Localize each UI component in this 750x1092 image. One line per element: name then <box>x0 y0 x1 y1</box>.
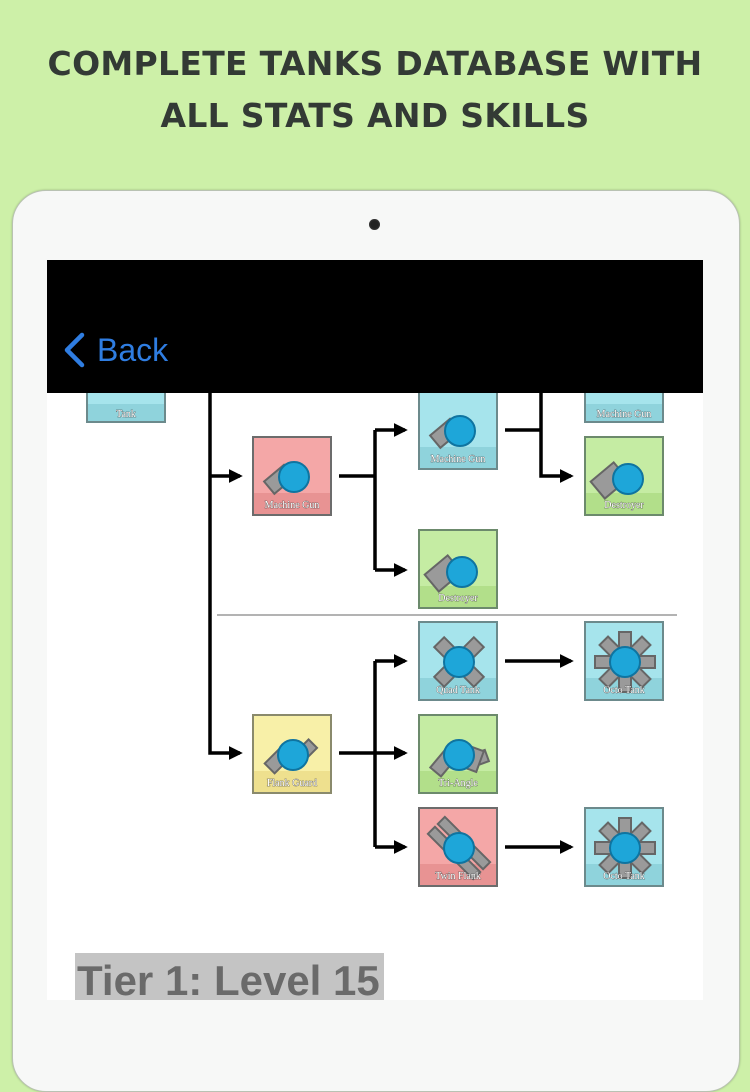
octo-tank-tile[interactable]: Octo Tank <box>584 807 664 887</box>
machine-gun-tank-icon <box>262 461 310 496</box>
app-screen: Tank Machine Gun Machine Gun Machine Gun <box>47 260 703 1000</box>
machine-gun-tile-label: Machine Gun <box>265 500 320 511</box>
octo-tank-tile[interactable]: Octo Tank <box>584 621 664 701</box>
tree-connectors <box>208 390 574 854</box>
back-button[interactable]: Back <box>63 328 168 372</box>
destroyer-tile-label: Destroyer <box>604 500 644 511</box>
tank-upgrade-tree: Tank Machine Gun Machine Gun Machine Gun <box>86 367 677 887</box>
octo-tank-tile-label: Octo Tank <box>603 685 645 696</box>
quad-tank-icon <box>432 635 486 689</box>
tri-angle-tank-icon <box>428 739 491 778</box>
destroyer-tile[interactable]: Destroyer <box>418 529 498 609</box>
back-button-label: Back <box>97 331 169 368</box>
machine-gun-tile[interactable]: Machine Gun <box>418 390 498 470</box>
twin-flank-tile[interactable]: Twin Flank <box>418 807 498 887</box>
flank-guard-tank-icon <box>263 738 319 775</box>
machine-gun-tile-label: Machine Gun <box>431 454 486 465</box>
flank-guard-tile[interactable]: Flank Guard <box>252 714 332 794</box>
headline-line-2: ALL STATS AND SKILLS <box>160 96 590 135</box>
destroyer-tile-label: Destroyer <box>438 593 478 604</box>
quad-tank-tile-label: Quad Tank <box>436 685 480 696</box>
tablet-camera <box>369 219 380 230</box>
tank-tile-label: Tank <box>116 409 136 420</box>
destroyer-tank-icon <box>589 460 644 500</box>
tri-angle-tile-label: Tri-Angle <box>438 778 478 789</box>
octo-tank-icon <box>594 817 656 879</box>
flank-guard-tile-label: Flank Guard <box>267 778 317 789</box>
navigation-bar: Back <box>47 260 703 393</box>
tier-heading: Tier 1: Level 15 <box>75 953 384 1000</box>
destroyer-tank-icon <box>423 553 478 593</box>
chevron-left-icon <box>64 332 85 368</box>
quad-tank-tile[interactable]: Quad Tank <box>418 621 498 701</box>
twin-flank-tank-icon <box>426 815 492 881</box>
machine-gun-tile[interactable]: Machine Gun <box>252 436 332 516</box>
octo-tank-icon <box>594 631 656 693</box>
headline-line-1: COMPLETE TANKS DATABASE WITH <box>47 44 703 83</box>
destroyer-tile[interactable]: Destroyer <box>584 436 664 516</box>
machine-gun-tile-label: Machine Gun <box>597 409 652 420</box>
promo-headline: COMPLETE TANKS DATABASE WITH ALL STATS A… <box>0 38 750 142</box>
machine-gun-tank-icon <box>428 415 476 450</box>
tri-angle-tile[interactable]: Tri-Angle <box>418 714 498 794</box>
twin-flank-tile-label: Twin Flank <box>435 871 481 882</box>
octo-tank-tile-label: Octo Tank <box>603 871 645 882</box>
